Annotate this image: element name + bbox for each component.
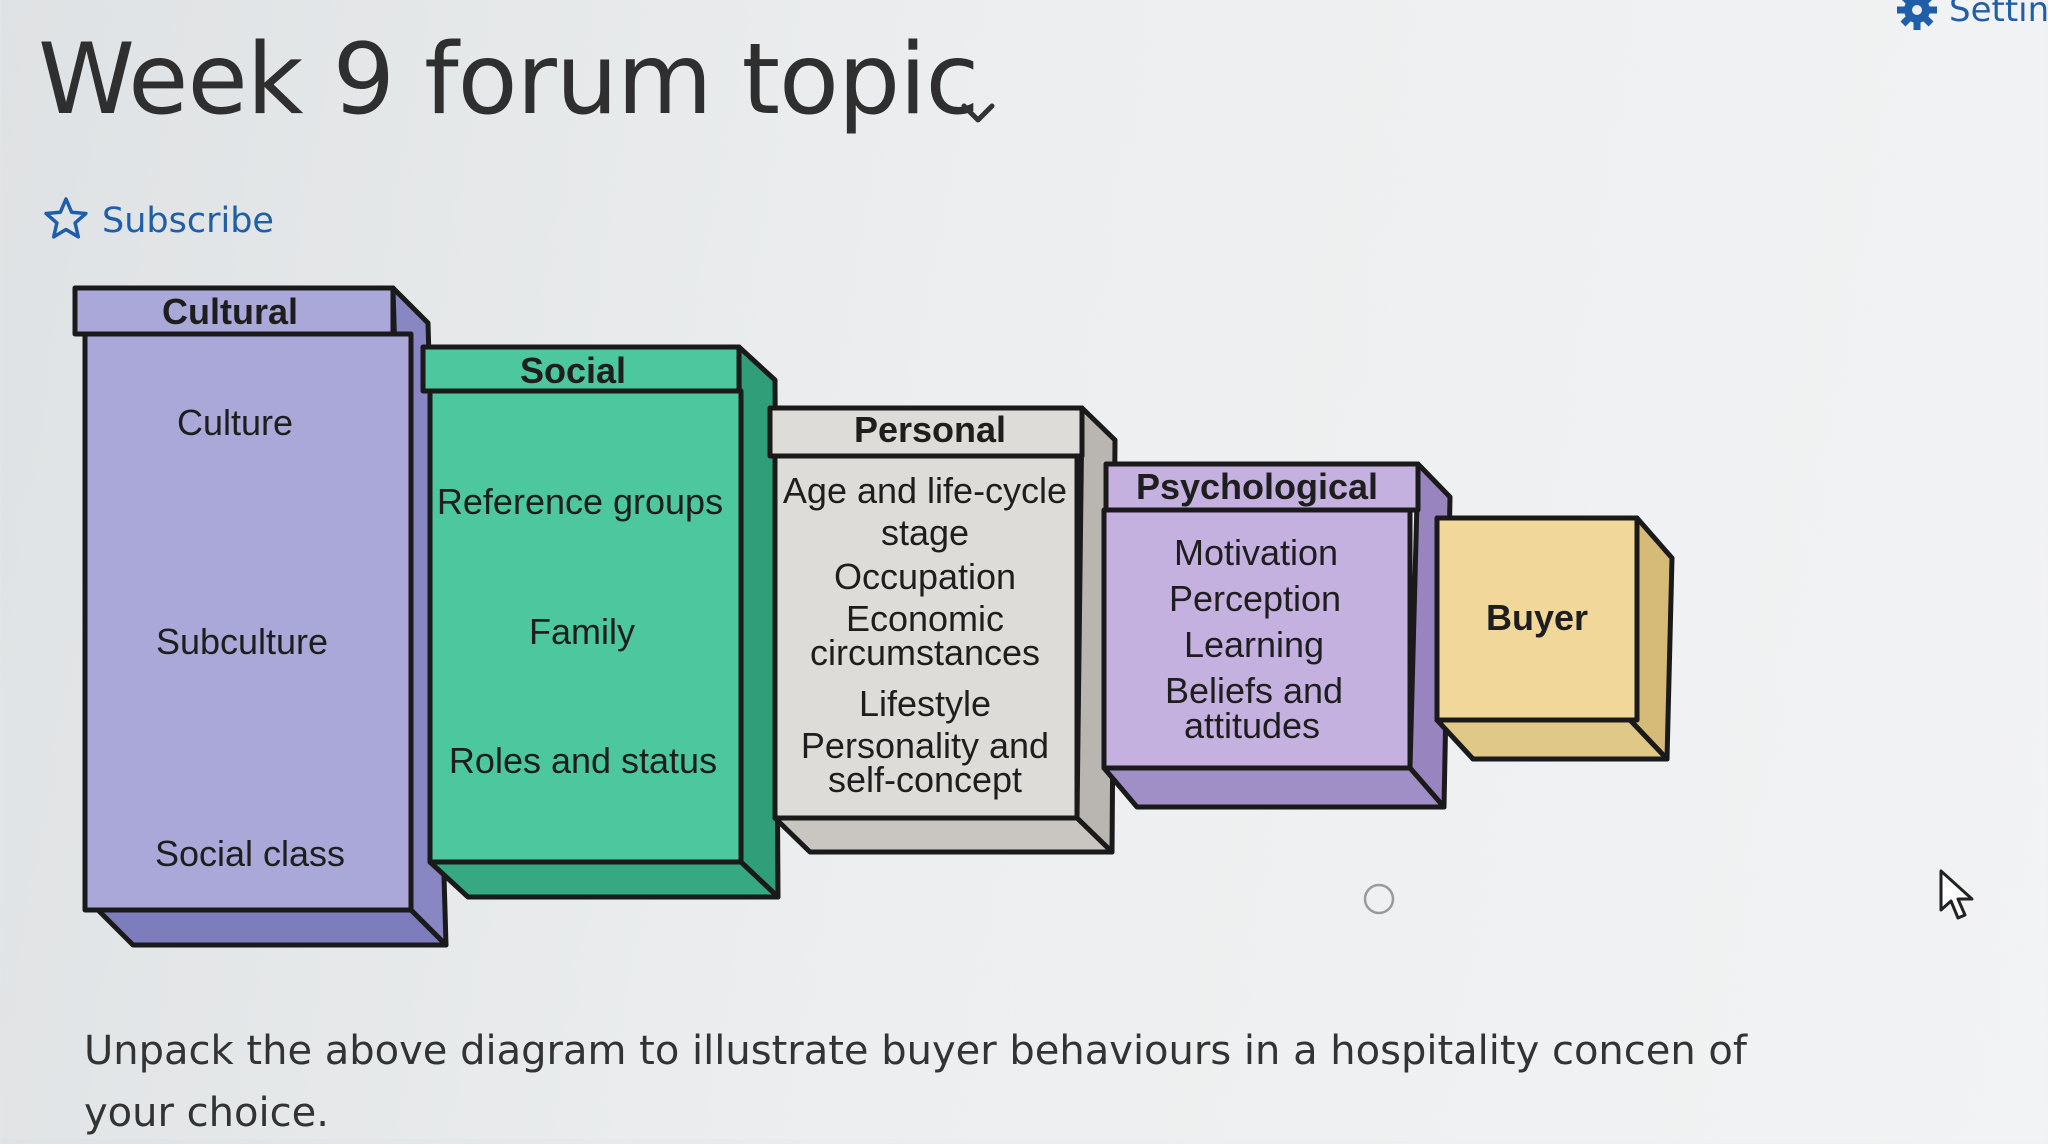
personal-header: Personal [854, 409, 1006, 450]
subscribe-label: Subscribe [102, 200, 274, 241]
buyer-box [1434, 515, 1675, 762]
personal-item-lifestyle: Lifestyle [859, 683, 991, 724]
settings-label: Settin [1949, 0, 2048, 30]
mouse-pointer-icon [1938, 868, 1978, 927]
personal-body [772, 453, 1080, 821]
buyer-face [1434, 515, 1640, 723]
buyer-label: Buyer [1486, 597, 1588, 638]
personal-item-economic-line1: Economic [846, 598, 1004, 639]
psychological-body [1101, 507, 1413, 771]
personal-item-age-line2: stage [881, 512, 969, 553]
personal-item-age-line1: Age and life-cycle [783, 470, 1067, 511]
settings-button[interactable]: Settin [1895, 0, 2048, 32]
page-title: Week 9 forum topic [38, 23, 979, 137]
personal-item-personality-line1: Personality and [801, 725, 1049, 766]
cultural-item-culture: Culture [177, 402, 293, 443]
buyer-behaviour-diagram: Cultural Culture Subculture Social class… [72, 285, 1675, 948]
cultural-item-subculture: Subculture [156, 621, 328, 662]
social-item-family: Family [529, 611, 635, 652]
cultural-box [72, 285, 449, 948]
subscribe-button[interactable]: Subscribe [44, 196, 274, 245]
cultural-header: Cultural [162, 291, 298, 332]
personal-item-personality-line2: self-concept [828, 759, 1022, 800]
chevron-down-icon[interactable] [958, 98, 998, 133]
loading-ring-icon [1362, 882, 1396, 921]
psychological-item-perception: Perception [1169, 578, 1341, 619]
psychological-item-learning: Learning [1184, 624, 1324, 665]
psychological-item-beliefs-line1: Beliefs and [1165, 670, 1343, 711]
social-body [427, 388, 744, 865]
personal-item-economic-line2: circumstances [810, 632, 1040, 673]
psychological-item-motivation: Motivation [1174, 532, 1338, 573]
forum-question: Unpack the above diagram to illustrate b… [84, 1028, 1747, 1136]
social-box [420, 344, 781, 900]
social-header: Social [520, 350, 626, 391]
social-item-reference-groups: Reference groups [437, 481, 723, 522]
personal-header-bar [767, 405, 1085, 459]
personal-item-occupation: Occupation [834, 556, 1016, 597]
psychological-item-beliefs-line2: attitudes [1184, 705, 1320, 746]
psychological-header: Psychological [1136, 466, 1378, 507]
cultural-body [82, 331, 414, 913]
cultural-header-bar [72, 285, 396, 337]
gear-icon [1895, 0, 1939, 32]
star-icon [44, 196, 88, 245]
cultural-item-social-class: Social class [155, 833, 345, 874]
social-item-roles-and-status: Roles and status [449, 740, 717, 781]
